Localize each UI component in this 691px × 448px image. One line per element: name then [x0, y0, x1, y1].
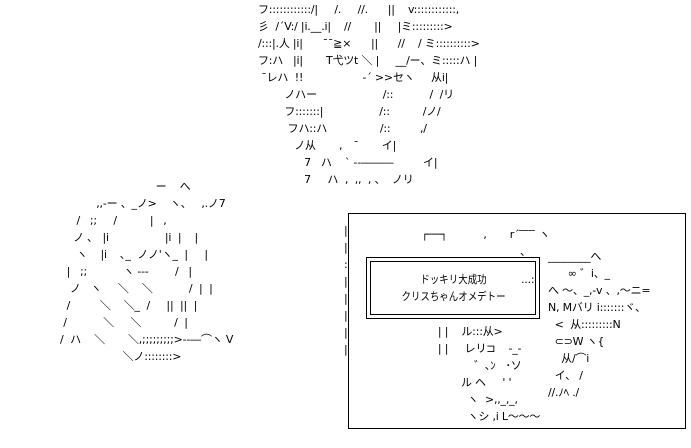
speech-panel	[348, 213, 686, 429]
sign-outer-frame	[366, 257, 540, 319]
panel-character-art-right: ________へ ∞ ゛i、_ へ ～、_,-v 、,～ニ= N, Mバリ i…	[548, 250, 651, 399]
sign-side-dots: ...:	[521, 273, 535, 286]
ascii-art-body: ー へ ,,-ー 、_ノ> ヽ、 ,.ノ7 / ;; / | , ノ ､ |i …	[60, 180, 234, 363]
sign-board: ドッキリ大成功 クリスちゃんオメデトー	[370, 261, 536, 315]
sign-text-line-1: ドッキリ大成功	[419, 273, 487, 286]
panel-character-art-center: | | ル:::从> | | レリ⊐ ‐_- ゛､ﾝ ･ソ ル ヘ ' ' ヽ …	[437, 325, 541, 423]
sign-text-line-2: クリスちゃんオメデトー	[400, 290, 506, 303]
panel-left-edge-art: | | : | | | | |	[344, 224, 348, 356]
panel-top-art: ┌──┐ , r´ ̄ ̄ ̄ ̄ ̄ ヽ ､	[421, 228, 550, 258]
ascii-art-head: フ::::::::::::/| /. //. || v::::::::::::,…	[258, 3, 480, 186]
